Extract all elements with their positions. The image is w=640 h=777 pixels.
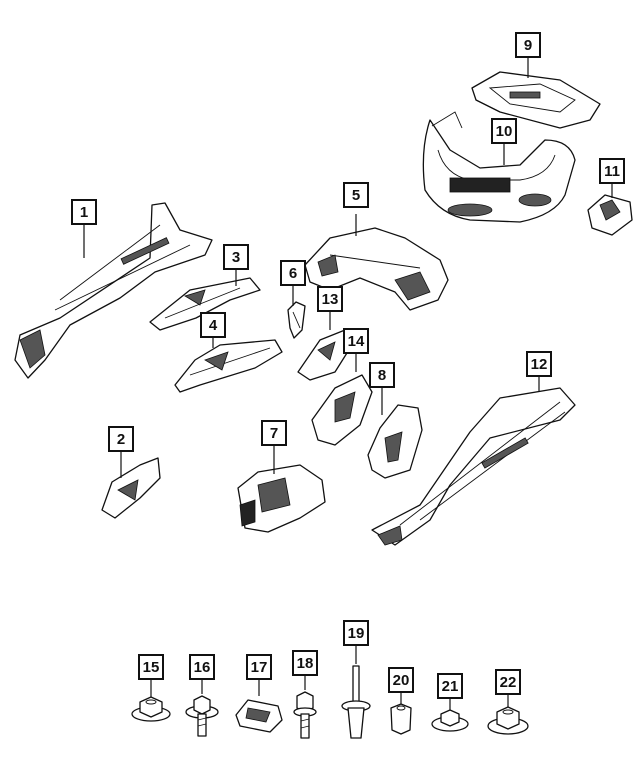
fastener-22-nut: [487, 706, 529, 735]
callout-6: 6: [280, 260, 306, 286]
part-12-rail: [371, 387, 576, 546]
callout-2: 2: [108, 426, 134, 452]
fastener-21-nut: [431, 709, 469, 732]
callout-22: 22: [495, 669, 521, 695]
part-3-rail: [149, 277, 261, 331]
callout-20: 20: [388, 667, 414, 693]
callout-16: 16: [189, 654, 215, 680]
fastener-20-nut: [390, 703, 412, 735]
callout-11: 11: [599, 158, 625, 184]
callout-15: 15: [138, 654, 164, 680]
callout-5: 5: [343, 182, 369, 208]
callout-19: 19: [343, 620, 369, 646]
part-8-bracket: [367, 404, 423, 479]
fastener-15-nut: [131, 696, 171, 722]
fastener-18-bolt: [293, 691, 317, 739]
callout-14: 14: [343, 328, 369, 354]
part-1-rail: [14, 202, 213, 379]
callout-10: 10: [491, 118, 517, 144]
part-11-bracket: [587, 194, 633, 236]
fastener-17-clip: [235, 699, 283, 733]
callout-3: 3: [223, 244, 249, 270]
callout-12: 12: [526, 351, 552, 377]
callout-4: 4: [200, 312, 226, 338]
callout-18: 18: [292, 650, 318, 676]
callout-7: 7: [261, 420, 287, 446]
callout-9: 9: [515, 32, 541, 58]
part-10-assembly: [422, 111, 576, 223]
part-6-bracket: [287, 301, 306, 339]
callout-17: 17: [246, 654, 272, 680]
fastener-19-rivet: [341, 665, 371, 739]
leader-lines: [83, 58, 613, 712]
part-13-bracket: [297, 329, 353, 381]
callout-8: 8: [369, 362, 395, 388]
part-4-rail: [174, 339, 283, 393]
callout-1: 1: [71, 199, 97, 225]
part-2-bracket: [101, 457, 161, 519]
callout-21: 21: [437, 673, 463, 699]
part-7-assembly: [237, 464, 326, 533]
fastener-16-bolt: [185, 695, 219, 737]
callout-13: 13: [317, 286, 343, 312]
part-5-crossmember: [304, 227, 449, 311]
part-14-bracket: [311, 374, 373, 446]
part-9-panel: [471, 71, 601, 129]
